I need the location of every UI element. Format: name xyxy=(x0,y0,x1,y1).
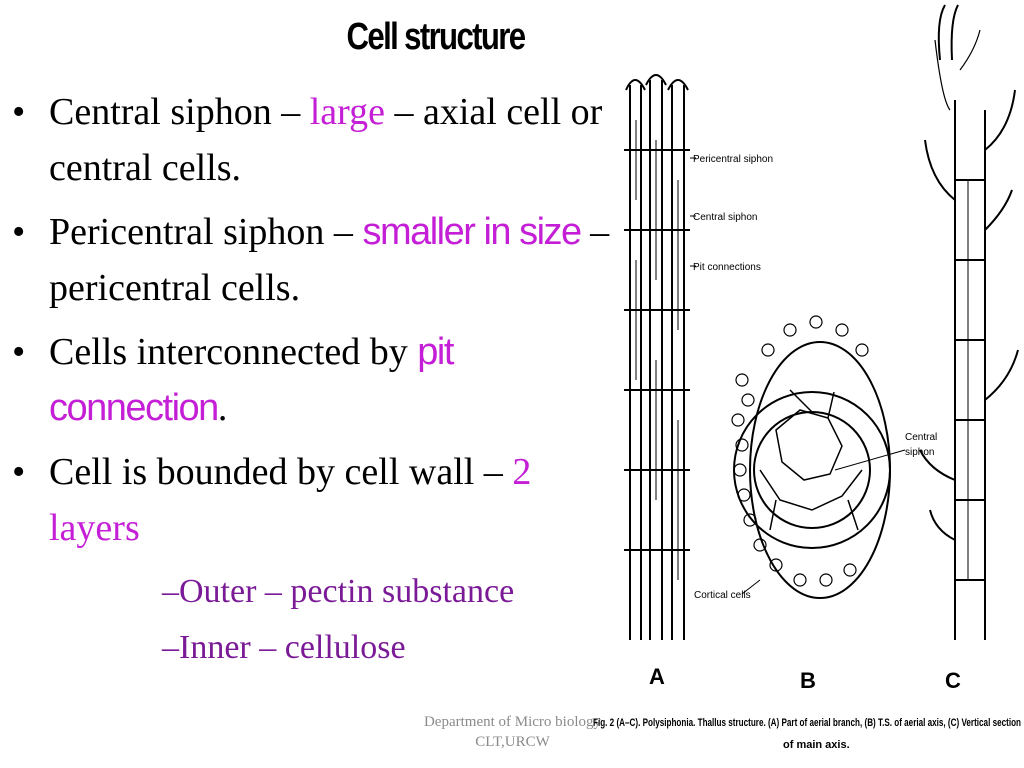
vertical-section-drawing xyxy=(919,4,1019,640)
panel-c-label: C xyxy=(945,668,961,693)
subbullet-text: Inner – cellulose xyxy=(179,629,406,666)
bullet-dot-icon: • xyxy=(12,211,26,253)
dash-icon: – xyxy=(162,629,179,666)
bullet-dot-icon: • xyxy=(12,331,26,373)
bullet-dot-icon: • xyxy=(12,91,26,133)
subbullet-outer: –Outer – pectin substance xyxy=(12,564,612,620)
bullet-text: Cell is bounded by cell wall – xyxy=(49,451,513,493)
aerial-branch-drawing xyxy=(624,74,696,640)
bullet-dot-icon: • xyxy=(12,451,26,493)
subbullet-inner: –Inner – cellulose xyxy=(12,620,612,676)
label-pit-connections: Pit connections xyxy=(693,262,761,273)
label-central-siphon-b-2: siphon xyxy=(905,447,934,458)
panel-a-label: A xyxy=(649,664,665,689)
bullet-list: • Central siphon – large – axial cell or… xyxy=(12,84,612,676)
bullet-text: . xyxy=(217,387,228,429)
subbullet-text: Outer – pectin substance xyxy=(179,573,515,610)
bullet-text: – pericentral cells. xyxy=(49,211,610,309)
label-cortical-cells: Cortical cells xyxy=(694,590,751,601)
bullet-text: – axial cell or central cells. xyxy=(49,91,603,189)
bullet-text: Central siphon – xyxy=(49,91,310,133)
bullet-text: Pericentral siphon – xyxy=(49,211,363,253)
dash-icon: – xyxy=(162,573,179,610)
footer-college: CLT,URCW xyxy=(475,734,550,750)
cross-section-drawing xyxy=(733,341,891,599)
label-central-siphon-b-1: Central xyxy=(905,432,937,443)
label-central-siphon: Central siphon xyxy=(693,212,757,223)
bullet-pericentral-siphon: • Pericentral siphon – smaller in size –… xyxy=(12,204,612,316)
slide-title: Cell structure xyxy=(346,16,527,58)
bullet-central-siphon: • Central siphon – large – axial cell or… xyxy=(12,84,612,196)
footer-department: Department of Micro biology xyxy=(423,714,602,730)
highlight-text: large xyxy=(309,91,385,133)
figure-caption-continued: of main axis. xyxy=(783,739,850,751)
label-pericentral-siphon: Pericentral siphon xyxy=(693,154,773,165)
footer: Department of Micro biology CLT,URCW xyxy=(405,712,620,752)
bullet-text: Cells interconnected by xyxy=(49,331,418,373)
bullet-pit-connection: • Cells interconnected by pit connection… xyxy=(12,324,612,436)
bullet-cell-wall: • Cell is bounded by cell wall – 2 layer… xyxy=(12,444,612,556)
highlight-text: pit connection xyxy=(49,331,454,429)
highlight-text: smaller in size xyxy=(362,211,582,253)
figure-caption: Fig. 2 (A–C). Polysiphonia. Thallus stru… xyxy=(593,717,1021,729)
highlight-text: 2 layers xyxy=(49,451,532,549)
polysiphonia-figure: Pericentral siphon Central siphon Pit co… xyxy=(593,4,1021,751)
cortical-cells-drawing xyxy=(731,315,869,587)
panel-b-label: B xyxy=(800,668,816,693)
